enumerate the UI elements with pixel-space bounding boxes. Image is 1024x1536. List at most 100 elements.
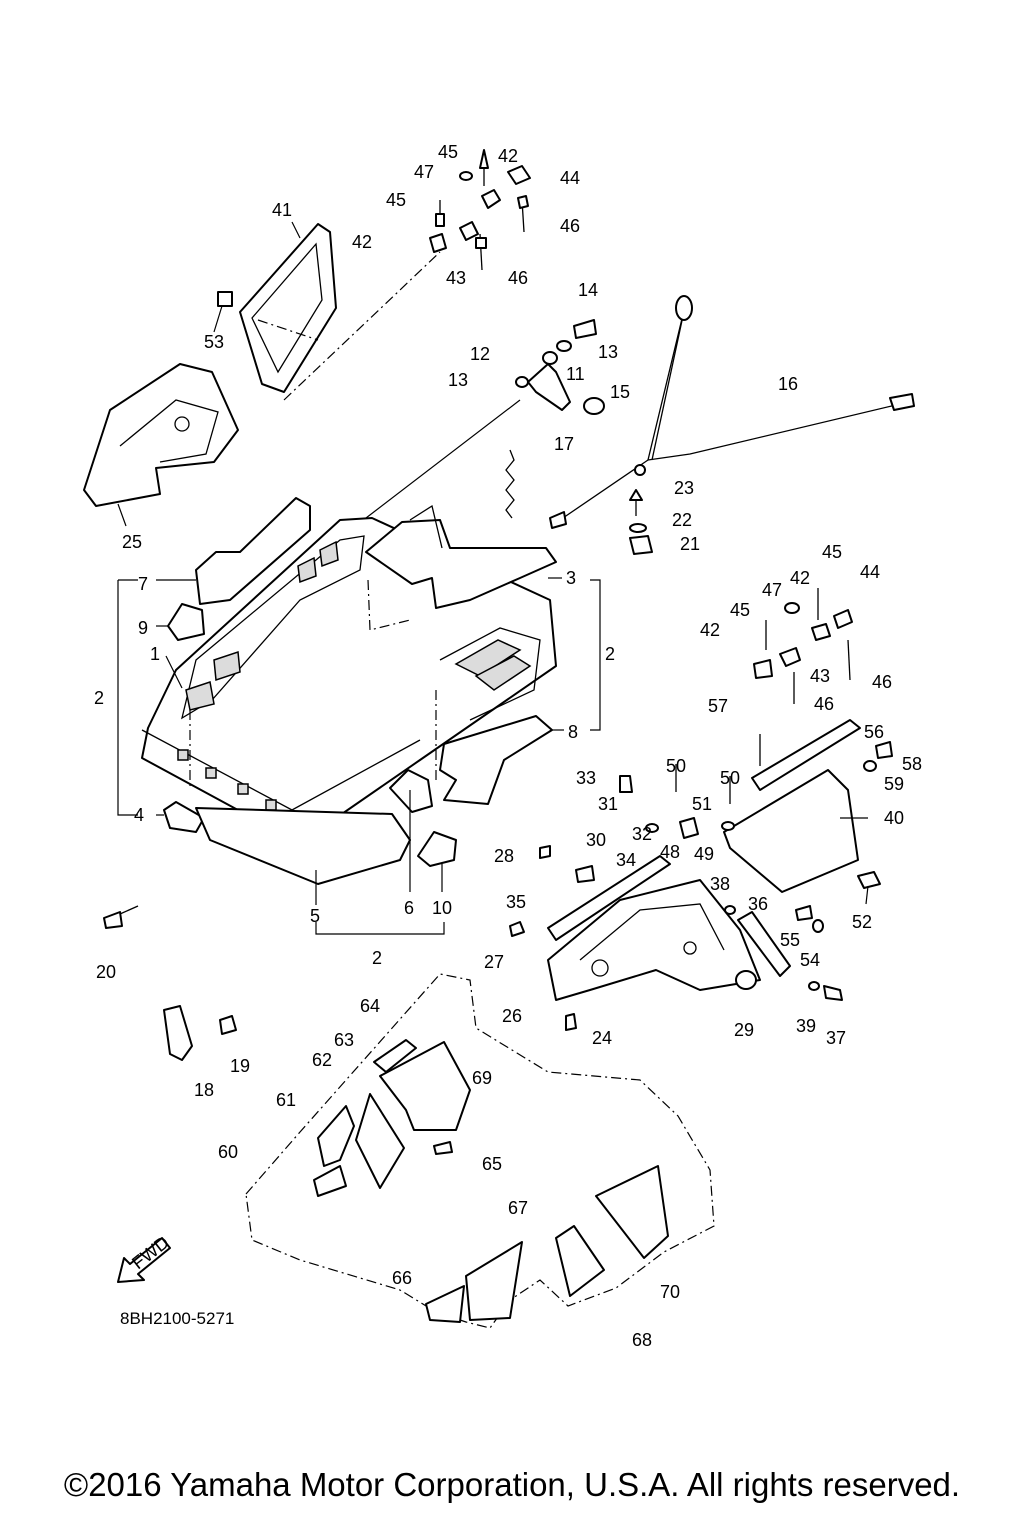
callout-14: 14 bbox=[578, 280, 598, 300]
callout-23: 23 bbox=[674, 478, 694, 498]
callout-5: 5 bbox=[310, 906, 320, 926]
callout-55: 55 bbox=[780, 930, 800, 950]
part-53-clip bbox=[217, 291, 233, 307]
callout-70: 70 bbox=[660, 1282, 680, 1302]
callout-45: 45 bbox=[822, 542, 842, 562]
callout-57: 57 bbox=[708, 696, 728, 716]
callout-44: 44 bbox=[560, 168, 580, 188]
part-9-foam bbox=[167, 603, 205, 641]
callout-47: 47 bbox=[414, 162, 434, 182]
callout-54: 54 bbox=[800, 950, 820, 970]
callout-6: 6 bbox=[404, 898, 414, 918]
part-6-foam bbox=[389, 769, 433, 813]
lower-hood-panels bbox=[313, 1039, 669, 1323]
callout-labels: 1 2 2 2 3 4 5 6 7 8 9 10 11 12 13 13 14 … bbox=[94, 142, 922, 1350]
callout-46: 46 bbox=[508, 268, 528, 288]
callout-34: 34 bbox=[616, 850, 636, 870]
fastener-group-upper bbox=[429, 149, 531, 271]
callout-62: 62 bbox=[312, 1050, 332, 1070]
small-hardware bbox=[103, 734, 893, 1061]
callout-31: 31 bbox=[598, 794, 618, 814]
callout-4: 4 bbox=[134, 805, 144, 825]
callout-47: 47 bbox=[762, 580, 782, 600]
callout-49: 49 bbox=[694, 844, 714, 864]
callout-24: 24 bbox=[592, 1028, 612, 1048]
callout-68: 68 bbox=[632, 1330, 652, 1350]
callout-25: 25 bbox=[122, 532, 142, 552]
lower-hood-outline bbox=[245, 973, 715, 1329]
callout-69: 69 bbox=[472, 1068, 492, 1088]
callout-36: 36 bbox=[748, 894, 768, 914]
callout-37: 37 bbox=[826, 1028, 846, 1048]
callout-52: 52 bbox=[852, 912, 872, 932]
callout-33: 33 bbox=[576, 768, 596, 788]
callout-27: 27 bbox=[484, 952, 504, 972]
callout-29: 29 bbox=[734, 1020, 754, 1040]
callout-46: 46 bbox=[814, 694, 834, 714]
part-4-foam bbox=[163, 801, 205, 833]
callout-2: 2 bbox=[372, 948, 382, 968]
part-10-foam bbox=[417, 831, 457, 867]
part-25-housing bbox=[83, 363, 239, 507]
callout-51: 51 bbox=[692, 794, 712, 814]
callout-19: 19 bbox=[230, 1056, 250, 1076]
callout-67: 67 bbox=[508, 1198, 528, 1218]
part-7-foam bbox=[195, 497, 311, 605]
callout-42: 42 bbox=[352, 232, 372, 252]
callout-38: 38 bbox=[710, 874, 730, 894]
callout-63: 63 bbox=[334, 1030, 354, 1050]
callout-17: 17 bbox=[554, 434, 574, 454]
callout-59: 59 bbox=[884, 774, 904, 794]
callout-1: 1 bbox=[150, 644, 160, 664]
callout-3: 3 bbox=[566, 568, 576, 588]
callout-66: 66 bbox=[392, 1268, 412, 1288]
callout-45: 45 bbox=[438, 142, 458, 162]
callout-10: 10 bbox=[432, 898, 452, 918]
callout-45: 45 bbox=[386, 190, 406, 210]
callout-44: 44 bbox=[860, 562, 880, 582]
callout-16: 16 bbox=[778, 374, 798, 394]
callout-41: 41 bbox=[272, 200, 292, 220]
part-8-foam bbox=[439, 715, 553, 805]
callout-43: 43 bbox=[446, 268, 466, 288]
callout-9: 9 bbox=[138, 618, 148, 638]
callout-39: 39 bbox=[796, 1016, 816, 1036]
fastener-group-right bbox=[753, 588, 853, 704]
callout-56: 56 bbox=[864, 722, 884, 742]
callout-11: 11 bbox=[566, 364, 585, 384]
callout-64: 64 bbox=[360, 996, 380, 1016]
callout-20: 20 bbox=[96, 962, 116, 982]
copyright-notice: ©2016 Yamaha Motor Corporation, U.S.A. A… bbox=[63, 1466, 961, 1503]
diagram-code: 8BH2100-5271 bbox=[120, 1309, 234, 1328]
callout-21: 21 bbox=[680, 534, 700, 554]
callout-65: 65 bbox=[482, 1154, 502, 1174]
fwd-arrow-label: FWD bbox=[128, 1232, 173, 1273]
callout-12: 12 bbox=[470, 344, 490, 364]
callout-46: 46 bbox=[560, 216, 580, 236]
callout-58: 58 bbox=[902, 754, 922, 774]
callout-45: 45 bbox=[730, 600, 750, 620]
callout-26: 26 bbox=[502, 1006, 522, 1026]
callout-32: 32 bbox=[632, 824, 652, 844]
callout-60: 60 bbox=[218, 1142, 238, 1162]
callout-42: 42 bbox=[498, 146, 518, 166]
part-5-foam bbox=[195, 807, 411, 885]
callout-2: 2 bbox=[94, 688, 104, 708]
callout-15: 15 bbox=[610, 382, 630, 402]
part-40-panel bbox=[723, 769, 859, 893]
callout-8: 8 bbox=[568, 722, 578, 742]
part-41-panel bbox=[239, 223, 441, 401]
callout-7: 7 bbox=[138, 574, 148, 594]
part-29-cap bbox=[735, 970, 757, 990]
parts-diagram: FWD 8BH2100-5271 1 2 2 2 3 4 5 6 7 8 9 1… bbox=[83, 142, 922, 1350]
callout-22: 22 bbox=[672, 510, 692, 530]
callout-28: 28 bbox=[494, 846, 514, 866]
callout-48: 48 bbox=[660, 842, 680, 862]
callout-30: 30 bbox=[586, 830, 606, 850]
part-16-cable bbox=[549, 295, 915, 529]
callout-13: 13 bbox=[598, 342, 618, 362]
part-24-bracket bbox=[547, 879, 761, 1001]
latch-hardware bbox=[365, 319, 605, 519]
callout-61: 61 bbox=[276, 1090, 296, 1110]
callout-40: 40 bbox=[884, 808, 904, 828]
